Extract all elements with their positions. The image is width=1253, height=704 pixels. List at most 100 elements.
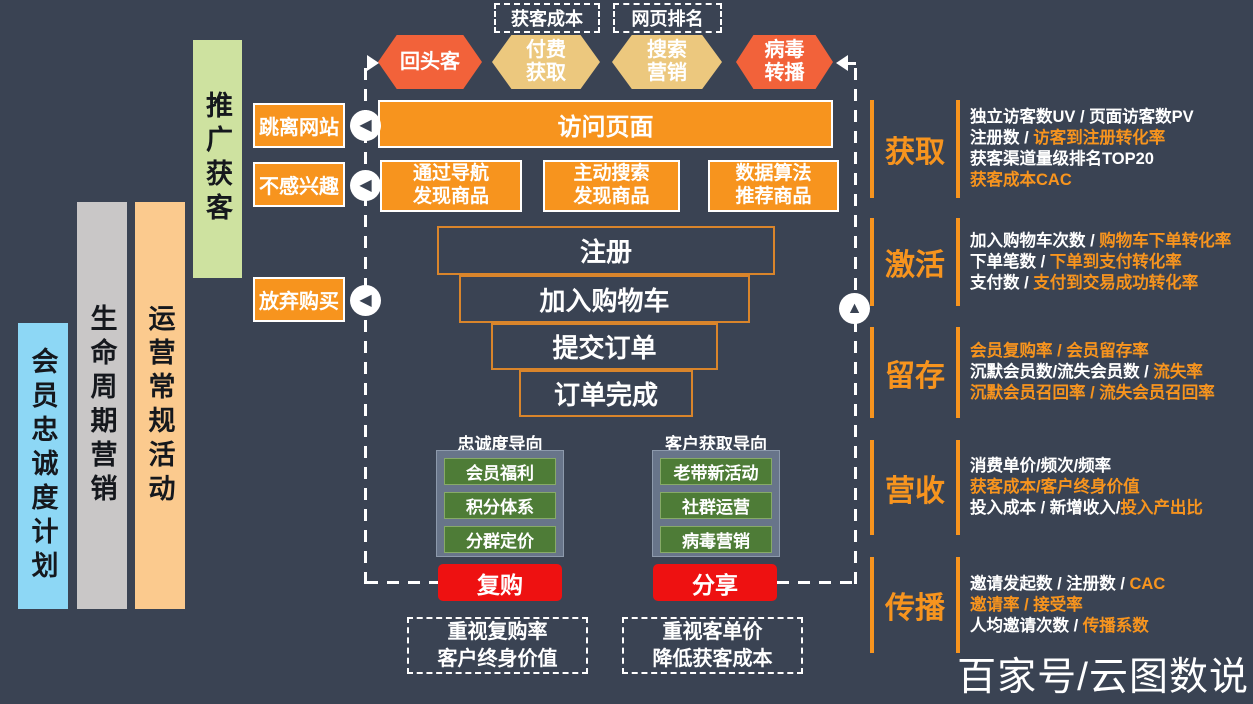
stage-divider-bar — [956, 218, 960, 306]
strategy-bar-operations: 运营常规活动 — [135, 202, 185, 609]
note-line: 重视复购率 — [447, 620, 548, 643]
discovery-box-search: 主动搜索 发现商品 — [543, 160, 680, 212]
stage-metrics: 邀请发起数 / 注册数 / CAC 邀请率 / 接受率 人均邀请次数 / 传播系… — [960, 574, 1165, 637]
stage-label: 传播 — [885, 592, 945, 625]
loyalty-column-header: 忠诚度导向 — [457, 435, 543, 454]
top-right-connector-line — [847, 62, 856, 65]
stage-divider-bar — [870, 100, 874, 198]
note-line: 降低获客成本 — [652, 647, 773, 670]
discovery-label: 发现商品 — [573, 186, 650, 207]
metric-line: 注册数 / 访客到注册转化率 — [970, 129, 1166, 147]
note-line: 重视客单价 — [662, 620, 763, 643]
stage-divider-bar — [956, 557, 960, 653]
metric-line: 独立访客数UV / 页面访客数PV — [970, 108, 1194, 126]
referral-column-header: 客户获取导向 — [665, 435, 767, 454]
up-arrow-icon: ▲ — [839, 293, 870, 324]
referral-tactics-panel: 老带新活动 社群运营 病毒营销 — [652, 450, 780, 557]
strategy-bar-promotion: 推广获客 — [193, 40, 242, 278]
hexagon-label: 营销 — [647, 62, 687, 84]
channel-hexagon-returning-customer: 回头客 — [378, 35, 482, 89]
discovery-label: 通过导航 — [412, 163, 489, 185]
metric-line: 获客成本/客户终身价值 — [970, 478, 1140, 496]
arrow-into-returning-customer-icon — [367, 55, 379, 71]
metric-line: 邀请发起数 / 注册数 / CAC — [970, 574, 1166, 593]
stage-label: 留存 — [885, 359, 945, 393]
left-exit-dashed-line — [364, 68, 367, 584]
stage-activation: 激活 加入购物车次数 / 购物车下单转化率 下单笔数 / 下单到支付转化率 支付… — [870, 218, 1231, 306]
stage-label: 激活 — [885, 249, 945, 282]
funnel-step-order-done: 订单完成 — [519, 370, 693, 417]
visit-page-bar: 访问页面 — [378, 100, 833, 148]
metric-line: 支付数 / 支付到交易成功转化率 — [970, 273, 1199, 292]
metric-line: 人均邀请次数 / 传播系数 — [970, 616, 1149, 635]
hexagon-label: 病毒 — [764, 39, 805, 61]
exit-label-bounce: 跳离网站 — [253, 103, 345, 148]
hexagon-label: 付费 — [526, 39, 566, 61]
discovery-label: 推荐商品 — [735, 186, 812, 207]
stage-divider-bar — [870, 440, 874, 535]
stage-metrics: 会员复购率 / 会员留存率 沉默会员数/流失会员数 / 流失率 沉默会员召回率 … — [960, 341, 1215, 404]
hexagon-label: 获取 — [526, 62, 566, 84]
stage-acquisition: 获取 独立访客数UV / 页面访客数PV 注册数 / 访客到注册转化率 获客渠道… — [870, 100, 1194, 198]
acquisition-cost-label: 获客成本 — [494, 3, 600, 33]
metric-line: 会员复购率 / 会员留存率 — [970, 342, 1149, 360]
loyalty-tactics-panel: 会员福利 积分体系 分群定价 — [436, 450, 564, 557]
metric-line: 获客成本CAC — [970, 171, 1072, 189]
left-arrow-icon: ◀ — [350, 170, 381, 201]
funnel-step-add-to-cart: 加入购物车 — [459, 275, 750, 323]
page-rank-label: 网页排名 — [613, 3, 722, 33]
stage-divider-bar — [870, 218, 874, 306]
right-return-dashed-line — [854, 68, 857, 584]
repurchase-connector-line — [366, 581, 438, 584]
stage-label: 营收 — [885, 474, 945, 508]
note-line: 客户终身价值 — [437, 647, 558, 670]
discovery-box-navigation: 通过导航 发现商品 — [380, 160, 522, 212]
loyalty-note-box: 重视复购率 客户终身价值 — [407, 617, 588, 674]
funnel-step-register: 注册 — [437, 226, 775, 275]
stage-divider-bar — [870, 327, 874, 418]
metric-line: 获客渠道量级排名TOP20 — [970, 150, 1154, 168]
repurchase-button: 复购 — [438, 564, 562, 601]
metric-line: 沉默会员数/流失会员数 / 流失率 — [970, 363, 1203, 381]
hexagon-label: 搜索 — [647, 39, 687, 61]
tactic-member-benefits: 会员福利 — [444, 458, 556, 485]
hexagon-label: 回头客 — [400, 50, 460, 73]
metric-line: 加入购物车次数 / 购物车下单转化率 — [970, 231, 1232, 250]
discovery-box-algorithm: 数据算法 推荐商品 — [708, 160, 839, 212]
stage-divider-bar — [956, 440, 960, 535]
channel-hexagon-paid-acquisition: 付费 获取 — [492, 35, 600, 89]
stage-label: 获取 — [885, 136, 945, 169]
channel-hexagon-viral-spread: 病毒 转播 — [736, 35, 833, 89]
funnel-step-submit-order: 提交订单 — [491, 323, 718, 370]
metric-line: 投入成本 / 新增收入/投入产出比 — [970, 499, 1203, 517]
tactic-community-ops: 社群运营 — [660, 492, 772, 519]
discovery-label: 发现商品 — [412, 186, 489, 207]
stage-metrics: 加入购物车次数 / 购物车下单转化率 下单笔数 / 下单到支付转化率 支付数 /… — [960, 231, 1231, 294]
strategy-bar-member-loyalty: 会员忠诚度计划 — [18, 323, 68, 609]
stage-divider-bar — [870, 557, 874, 653]
share-button: 分享 — [653, 564, 777, 601]
metric-line: 沉默会员召回率 / 流失会员召回率 — [970, 384, 1215, 402]
stage-revenue: 营收 消费单价/频次/频率 获客成本/客户终身价值 投入成本 / 新增收入/投入… — [870, 440, 1203, 535]
stage-retention: 留存 会员复购率 / 会员留存率 沉默会员数/流失会员数 / 流失率 沉默会员召… — [870, 327, 1215, 418]
stage-divider-bar — [956, 327, 960, 418]
stage-metrics: 消费单价/频次/频率 获客成本/客户终身价值 投入成本 / 新增收入/投入产出比 — [960, 456, 1203, 519]
arrow-into-viral-spread-icon — [836, 55, 848, 71]
stage-metrics: 独立访客数UV / 页面访客数PV 注册数 / 访客到注册转化率 获客渠道量级排… — [960, 107, 1194, 191]
share-connector-line — [777, 581, 855, 584]
left-arrow-icon: ◀ — [350, 285, 381, 316]
exit-label-abandon-cart: 放弃购买 — [253, 277, 345, 322]
tactic-viral-marketing: 病毒营销 — [660, 526, 772, 553]
tactic-member-get-member: 老带新活动 — [660, 458, 772, 485]
tactic-points-system: 积分体系 — [444, 492, 556, 519]
metric-line: 下单笔数 / 下单到支付转化率 — [970, 252, 1182, 271]
referral-note-box: 重视客单价 降低获客成本 — [622, 617, 803, 674]
strategy-bar-lifecycle: 生命周期营销 — [77, 202, 127, 609]
metric-line: 消费单价/频次/频率 — [970, 457, 1112, 475]
channel-hexagon-search-marketing: 搜索 营销 — [612, 35, 722, 89]
metric-line: 邀请率 / 接受率 — [970, 595, 1083, 614]
discovery-label: 主动搜索 — [573, 163, 650, 185]
exit-label-not-interested: 不感兴趣 — [253, 162, 345, 207]
discovery-label: 数据算法 — [735, 163, 812, 185]
